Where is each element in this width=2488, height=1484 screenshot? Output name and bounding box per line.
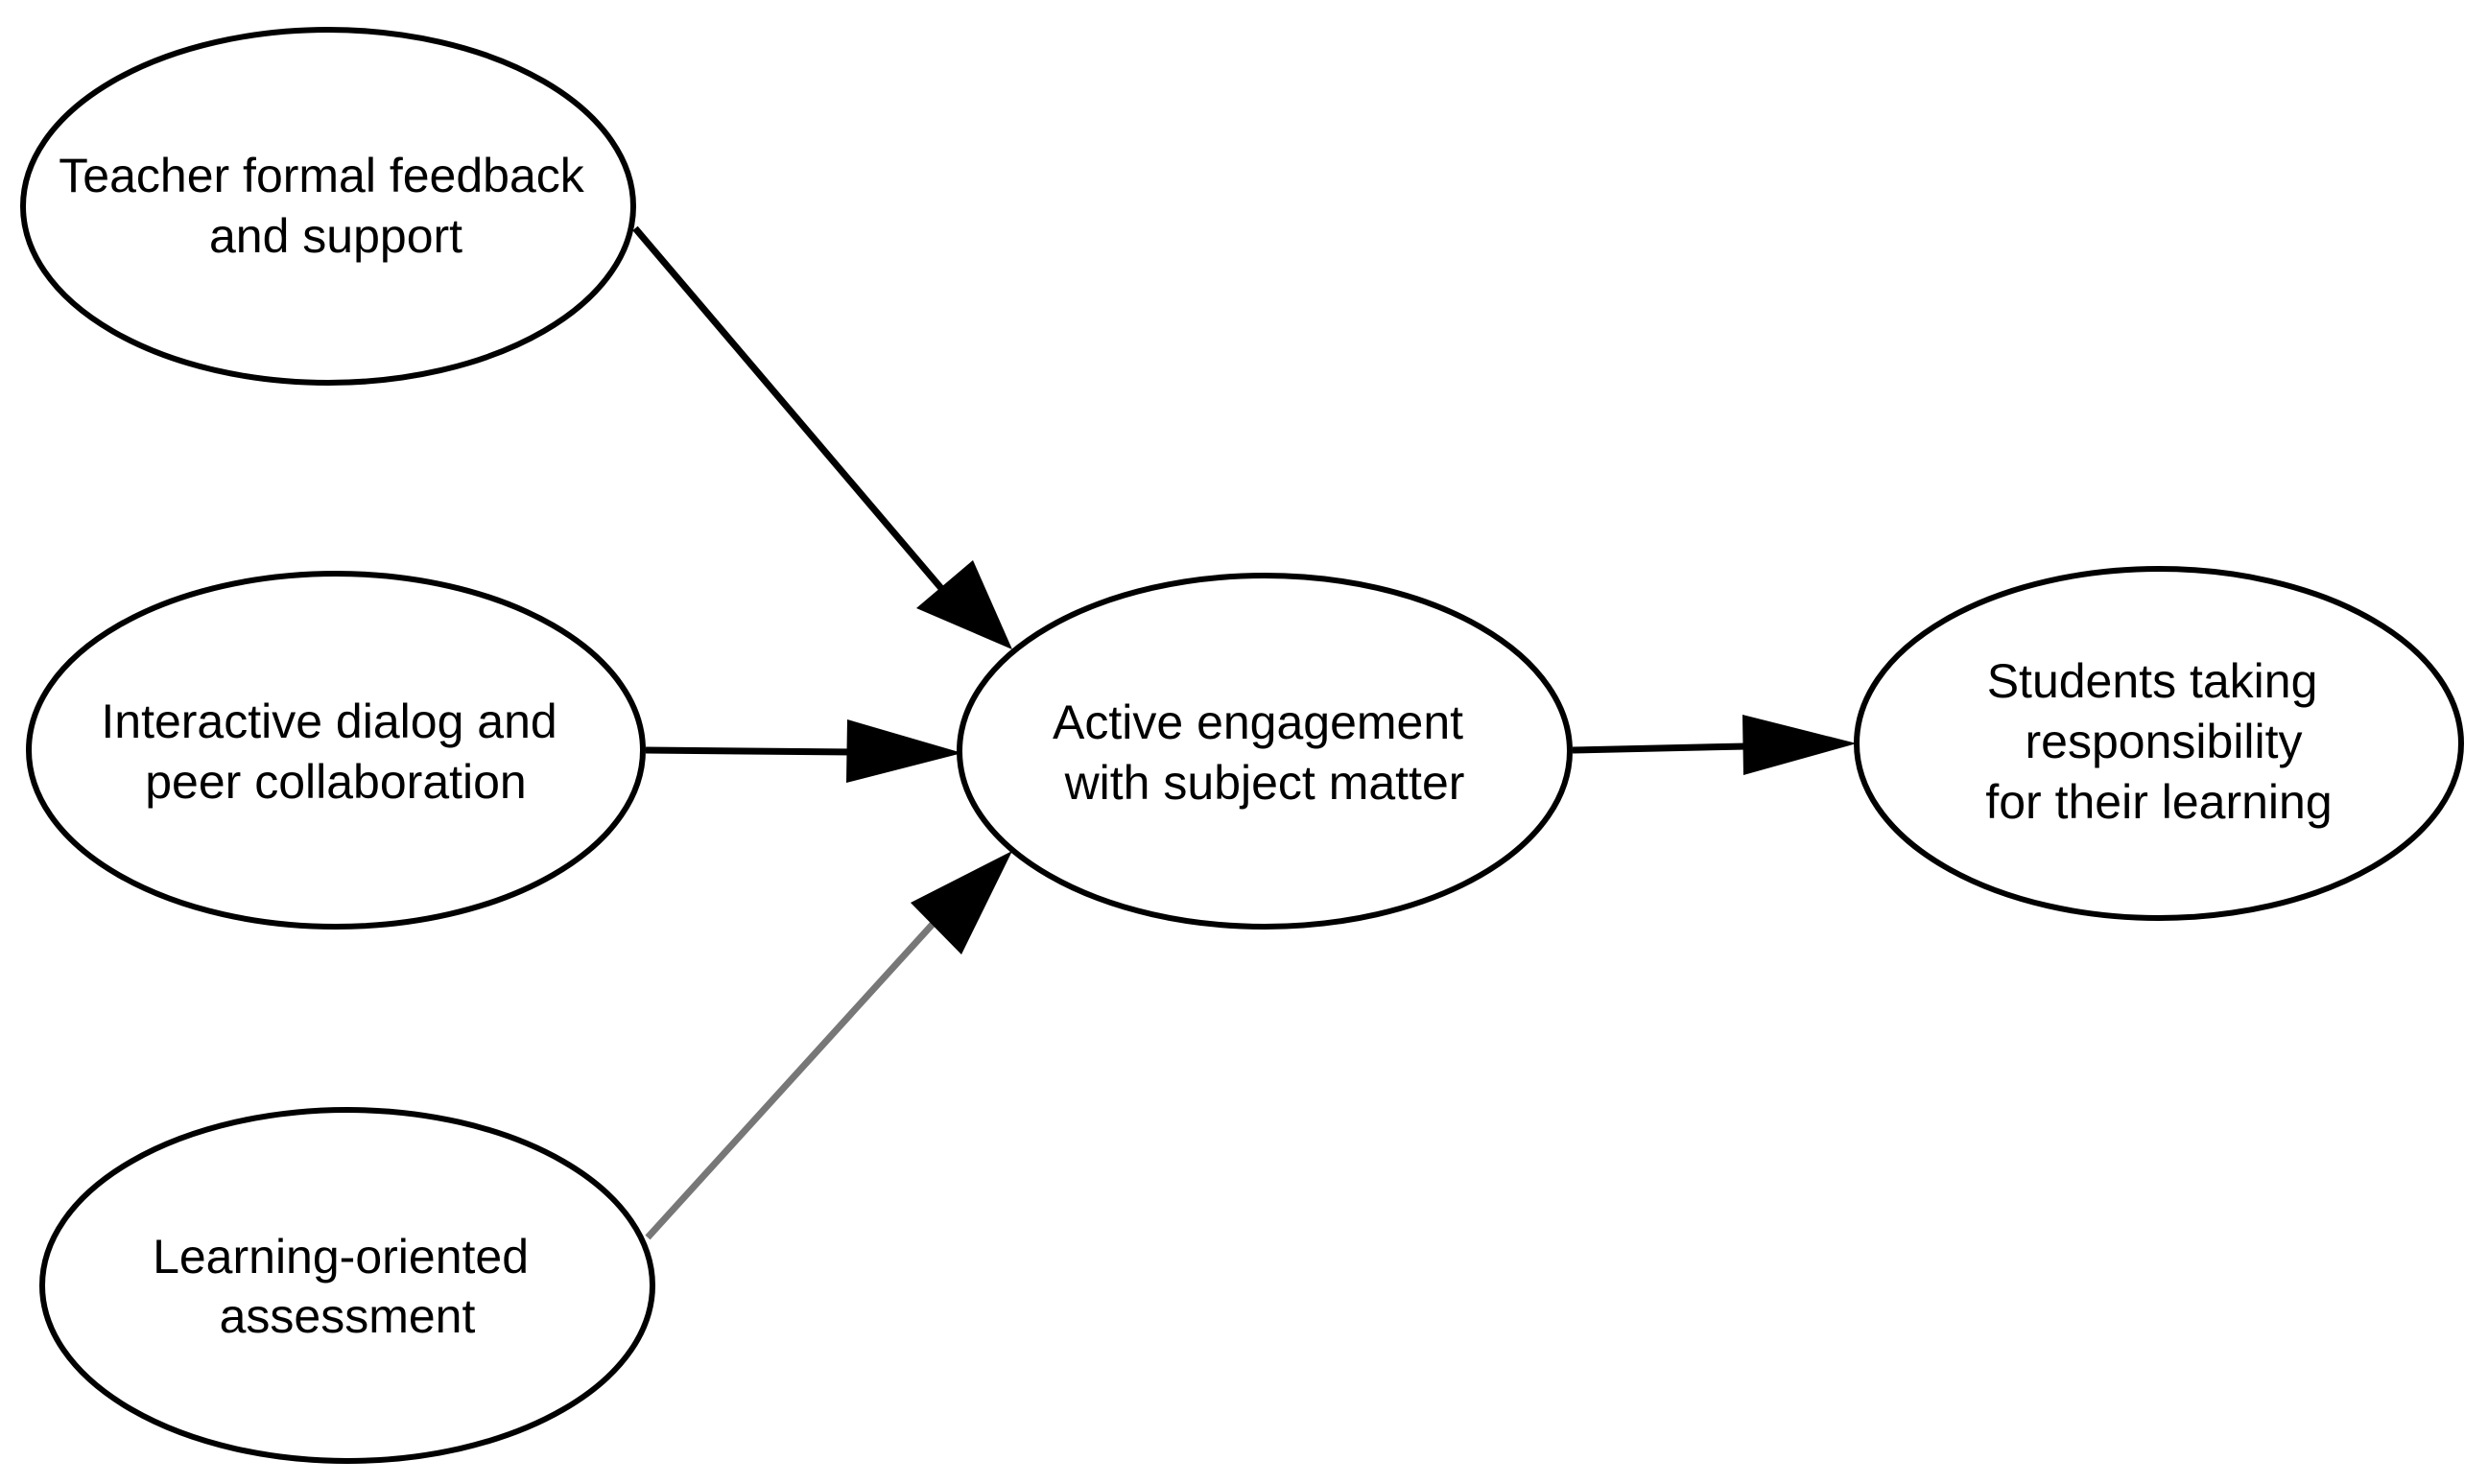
- node-responsibility: Students taking responsibility for their…: [1854, 566, 2464, 921]
- node-ellipse: [20, 27, 636, 386]
- node-label-line: Interactive dialog and: [101, 695, 557, 748]
- node-label-line: responsibility: [2026, 715, 2303, 768]
- node-label: Students taking responsibility for their…: [1985, 654, 2332, 829]
- node-label-line: Learning-oriented: [153, 1230, 529, 1284]
- edge-line: [632, 225, 948, 596]
- node-label-line: with subject matter: [1064, 756, 1465, 810]
- arrowhead: [916, 560, 1012, 649]
- node-label-line: Active engagement: [1053, 695, 1463, 749]
- edge-interactive-to-engagement: [645, 719, 962, 783]
- node-label: Active engagement with subject matter: [1053, 695, 1477, 810]
- edges: [632, 225, 1857, 1240]
- edge-engagement-to-responsibility: [1572, 715, 1857, 775]
- edge-line: [645, 918, 938, 1240]
- node-label-line: assessment: [220, 1289, 476, 1343]
- node-engagement: Active engagement with subject matter: [957, 573, 1573, 930]
- nodes: Teacher formal feedback and support Inte…: [20, 27, 2464, 1464]
- edge-teacher-to-engagement: [632, 225, 1012, 649]
- node-ellipse: [39, 1107, 655, 1464]
- edge-line: [645, 746, 855, 756]
- node-label: Learning-oriented assessment: [153, 1230, 542, 1343]
- arrowhead: [846, 719, 962, 783]
- node-label-line: Students taking: [1987, 654, 2318, 708]
- node-ellipse: [957, 573, 1573, 930]
- node-ellipse: [26, 571, 646, 930]
- node-label: Interactive dialog and peer collaboratio…: [101, 695, 570, 809]
- edge-assessment-to-engagement: [645, 851, 1012, 1240]
- node-assessment: Learning-oriented assessment: [39, 1107, 655, 1464]
- node-label: Teacher formal feedback and support: [59, 149, 597, 263]
- node-label-line: peer collaboration: [145, 755, 527, 809]
- node-ellipse: [1854, 566, 2464, 921]
- arrowhead: [911, 851, 1012, 954]
- node-interactive: Interactive dialog and peer collaboratio…: [26, 571, 646, 930]
- node-teacher: Teacher formal feedback and support: [20, 27, 636, 386]
- node-label-line: for their learning: [1985, 775, 2332, 829]
- edge-line: [1572, 742, 1747, 754]
- node-label-line: and support: [209, 209, 462, 263]
- node-label-line: Teacher formal feedback: [59, 149, 585, 202]
- arrowhead: [1742, 715, 1857, 775]
